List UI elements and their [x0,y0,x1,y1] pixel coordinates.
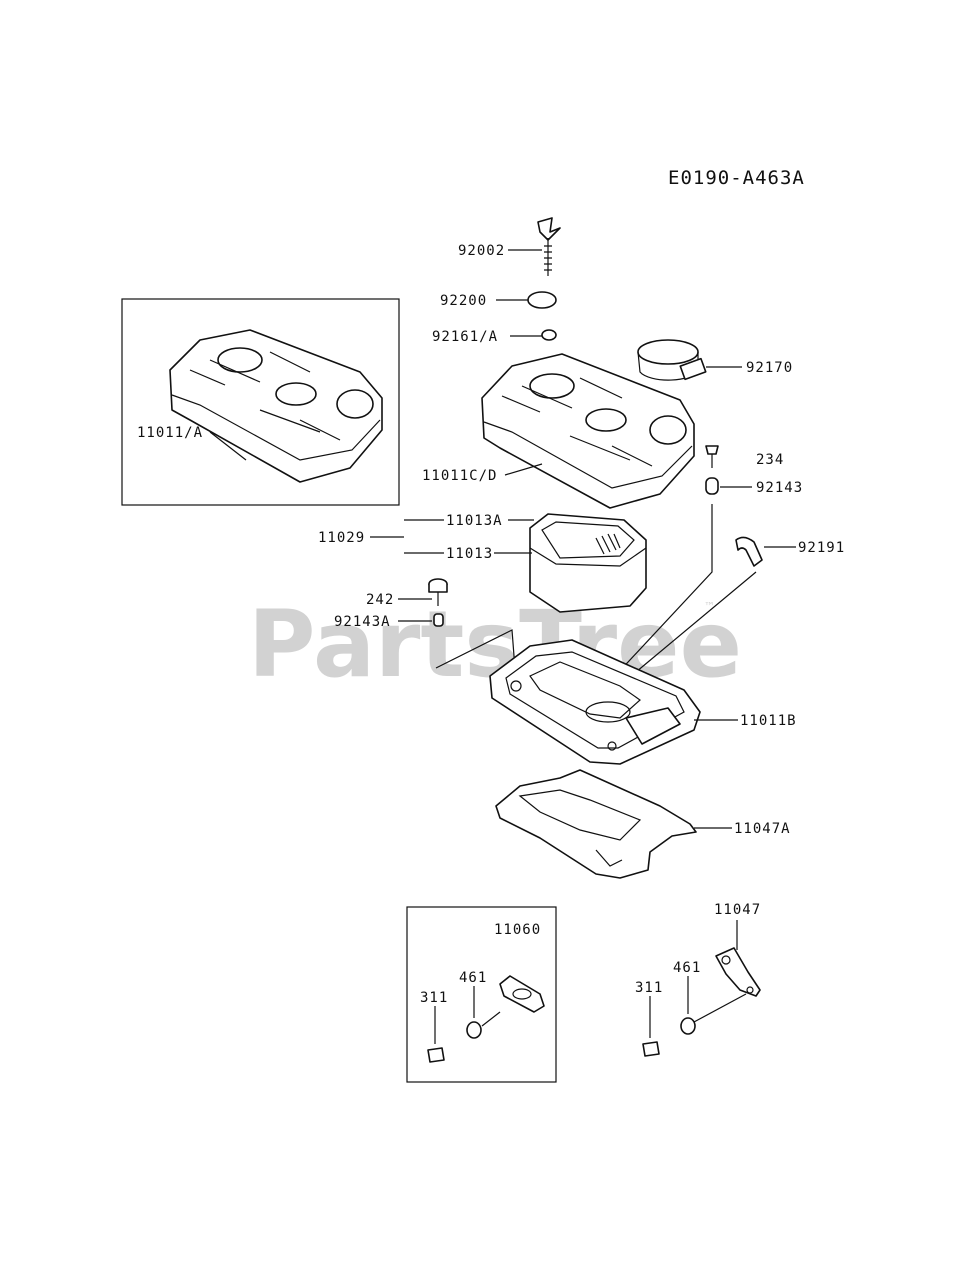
inset-box-cover [121,298,400,506]
leader-92143-to-base [601,504,713,691]
label-11011-a: 11011/A [137,425,203,441]
label-234: 234 [756,452,784,468]
leader-11011A [209,431,247,461]
gasket-drawing [499,975,545,1013]
label-11013a: 11013A [446,513,503,529]
air-filter-element-drawing [529,513,647,613]
label-92170: 92170 [746,360,793,376]
hose-clamp-drawing [637,339,707,381]
screw-drawing [705,445,719,468]
label-11047a: 11047A [734,821,791,837]
label-92143: 92143 [756,480,803,496]
watermark-trademark: ™ [704,600,715,613]
label-92191: 92191 [798,540,845,556]
washer-drawing [527,291,557,309]
base-plate-drawing [495,769,697,879]
leader-92191-to-base [635,571,757,673]
leader-461-right-to-bracket [693,993,747,1023]
label-11011c-d: 11011C/D [422,468,497,484]
inset-box-gasket [406,906,557,1083]
leader-461-left-to-gasket [481,1011,501,1027]
air-cleaner-base-drawing [489,639,701,765]
label-461-right: 461 [673,960,701,976]
air-cleaner-cover-alt-drawing [169,329,383,483]
washer-461-right-drawing [680,1017,696,1035]
label-92200: 92200 [440,293,487,309]
label-11047: 11047 [714,902,761,918]
washer-461-left-drawing [466,1021,482,1039]
flange-bolt-drawing [428,578,448,606]
grommet-drawing [541,329,557,341]
collar-a-drawing [433,613,444,627]
label-311-right: 311 [635,980,663,996]
label-92161-a: 92161/A [432,329,498,345]
air-cleaner-cover-drawing [481,353,695,509]
label-11011b: 11011B [740,713,797,729]
collar-drawing [705,477,719,495]
label-461-left: 461 [459,970,487,986]
breather-hose-drawing [735,536,763,567]
bracket-drawing [715,947,761,997]
nut-311-right-drawing [642,1041,660,1057]
diagram-code: E0190-A463A [668,167,805,189]
wing-bolt-drawing [537,217,561,276]
label-92002: 92002 [458,243,505,259]
label-311-left: 311 [420,990,448,1006]
label-11060: 11060 [494,922,541,938]
label-11013: 11013 [446,546,493,562]
leader-11011CD [504,463,543,476]
label-242: 242 [366,592,394,608]
nut-311-left-drawing [427,1047,445,1063]
label-92143a: 92143A [334,614,391,630]
label-11029: 11029 [318,530,365,546]
